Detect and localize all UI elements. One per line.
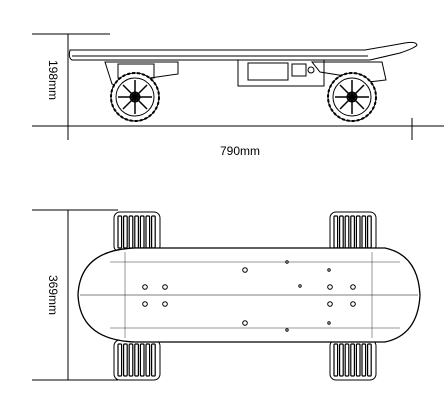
wheel-tread — [117, 215, 123, 249]
power-switch — [307, 66, 315, 74]
top-wheel-front-left — [113, 211, 161, 253]
wheel-tread — [339, 343, 344, 377]
side-front-wheel — [110, 72, 160, 122]
battery-inner — [247, 62, 289, 81]
battery-box — [237, 59, 325, 87]
top-wheel-front-right — [113, 339, 161, 381]
wheel-tread — [344, 343, 350, 377]
wheel-tread — [333, 343, 339, 377]
top-wheel-rear-right — [329, 339, 377, 381]
top-wheels — [113, 211, 377, 381]
wheel-tread — [122, 343, 128, 377]
wheel-tread — [361, 343, 367, 377]
battery-port — [291, 63, 307, 77]
wheel-tread — [139, 343, 145, 377]
side-rear-wheel — [327, 72, 377, 122]
top-view — [32, 209, 421, 381]
wheel-tread — [122, 215, 128, 249]
wheel-tread — [134, 343, 140, 377]
wheel-tread — [367, 343, 372, 377]
length-label: 790mm — [220, 144, 260, 158]
side-view — [32, 33, 444, 140]
wheel-tread — [151, 343, 156, 377]
side-deck — [68, 41, 418, 61]
wheel-tread — [117, 343, 123, 377]
width-label: 369mm — [46, 275, 60, 315]
wheel-tread — [350, 343, 355, 377]
height-label: 198mm — [46, 60, 60, 100]
deck-bolts — [142, 260, 356, 332]
wheel-tread — [355, 343, 361, 377]
wheel-tread — [128, 343, 134, 377]
top-wheel-rear-left — [329, 211, 377, 253]
wheel-tread — [145, 343, 151, 377]
